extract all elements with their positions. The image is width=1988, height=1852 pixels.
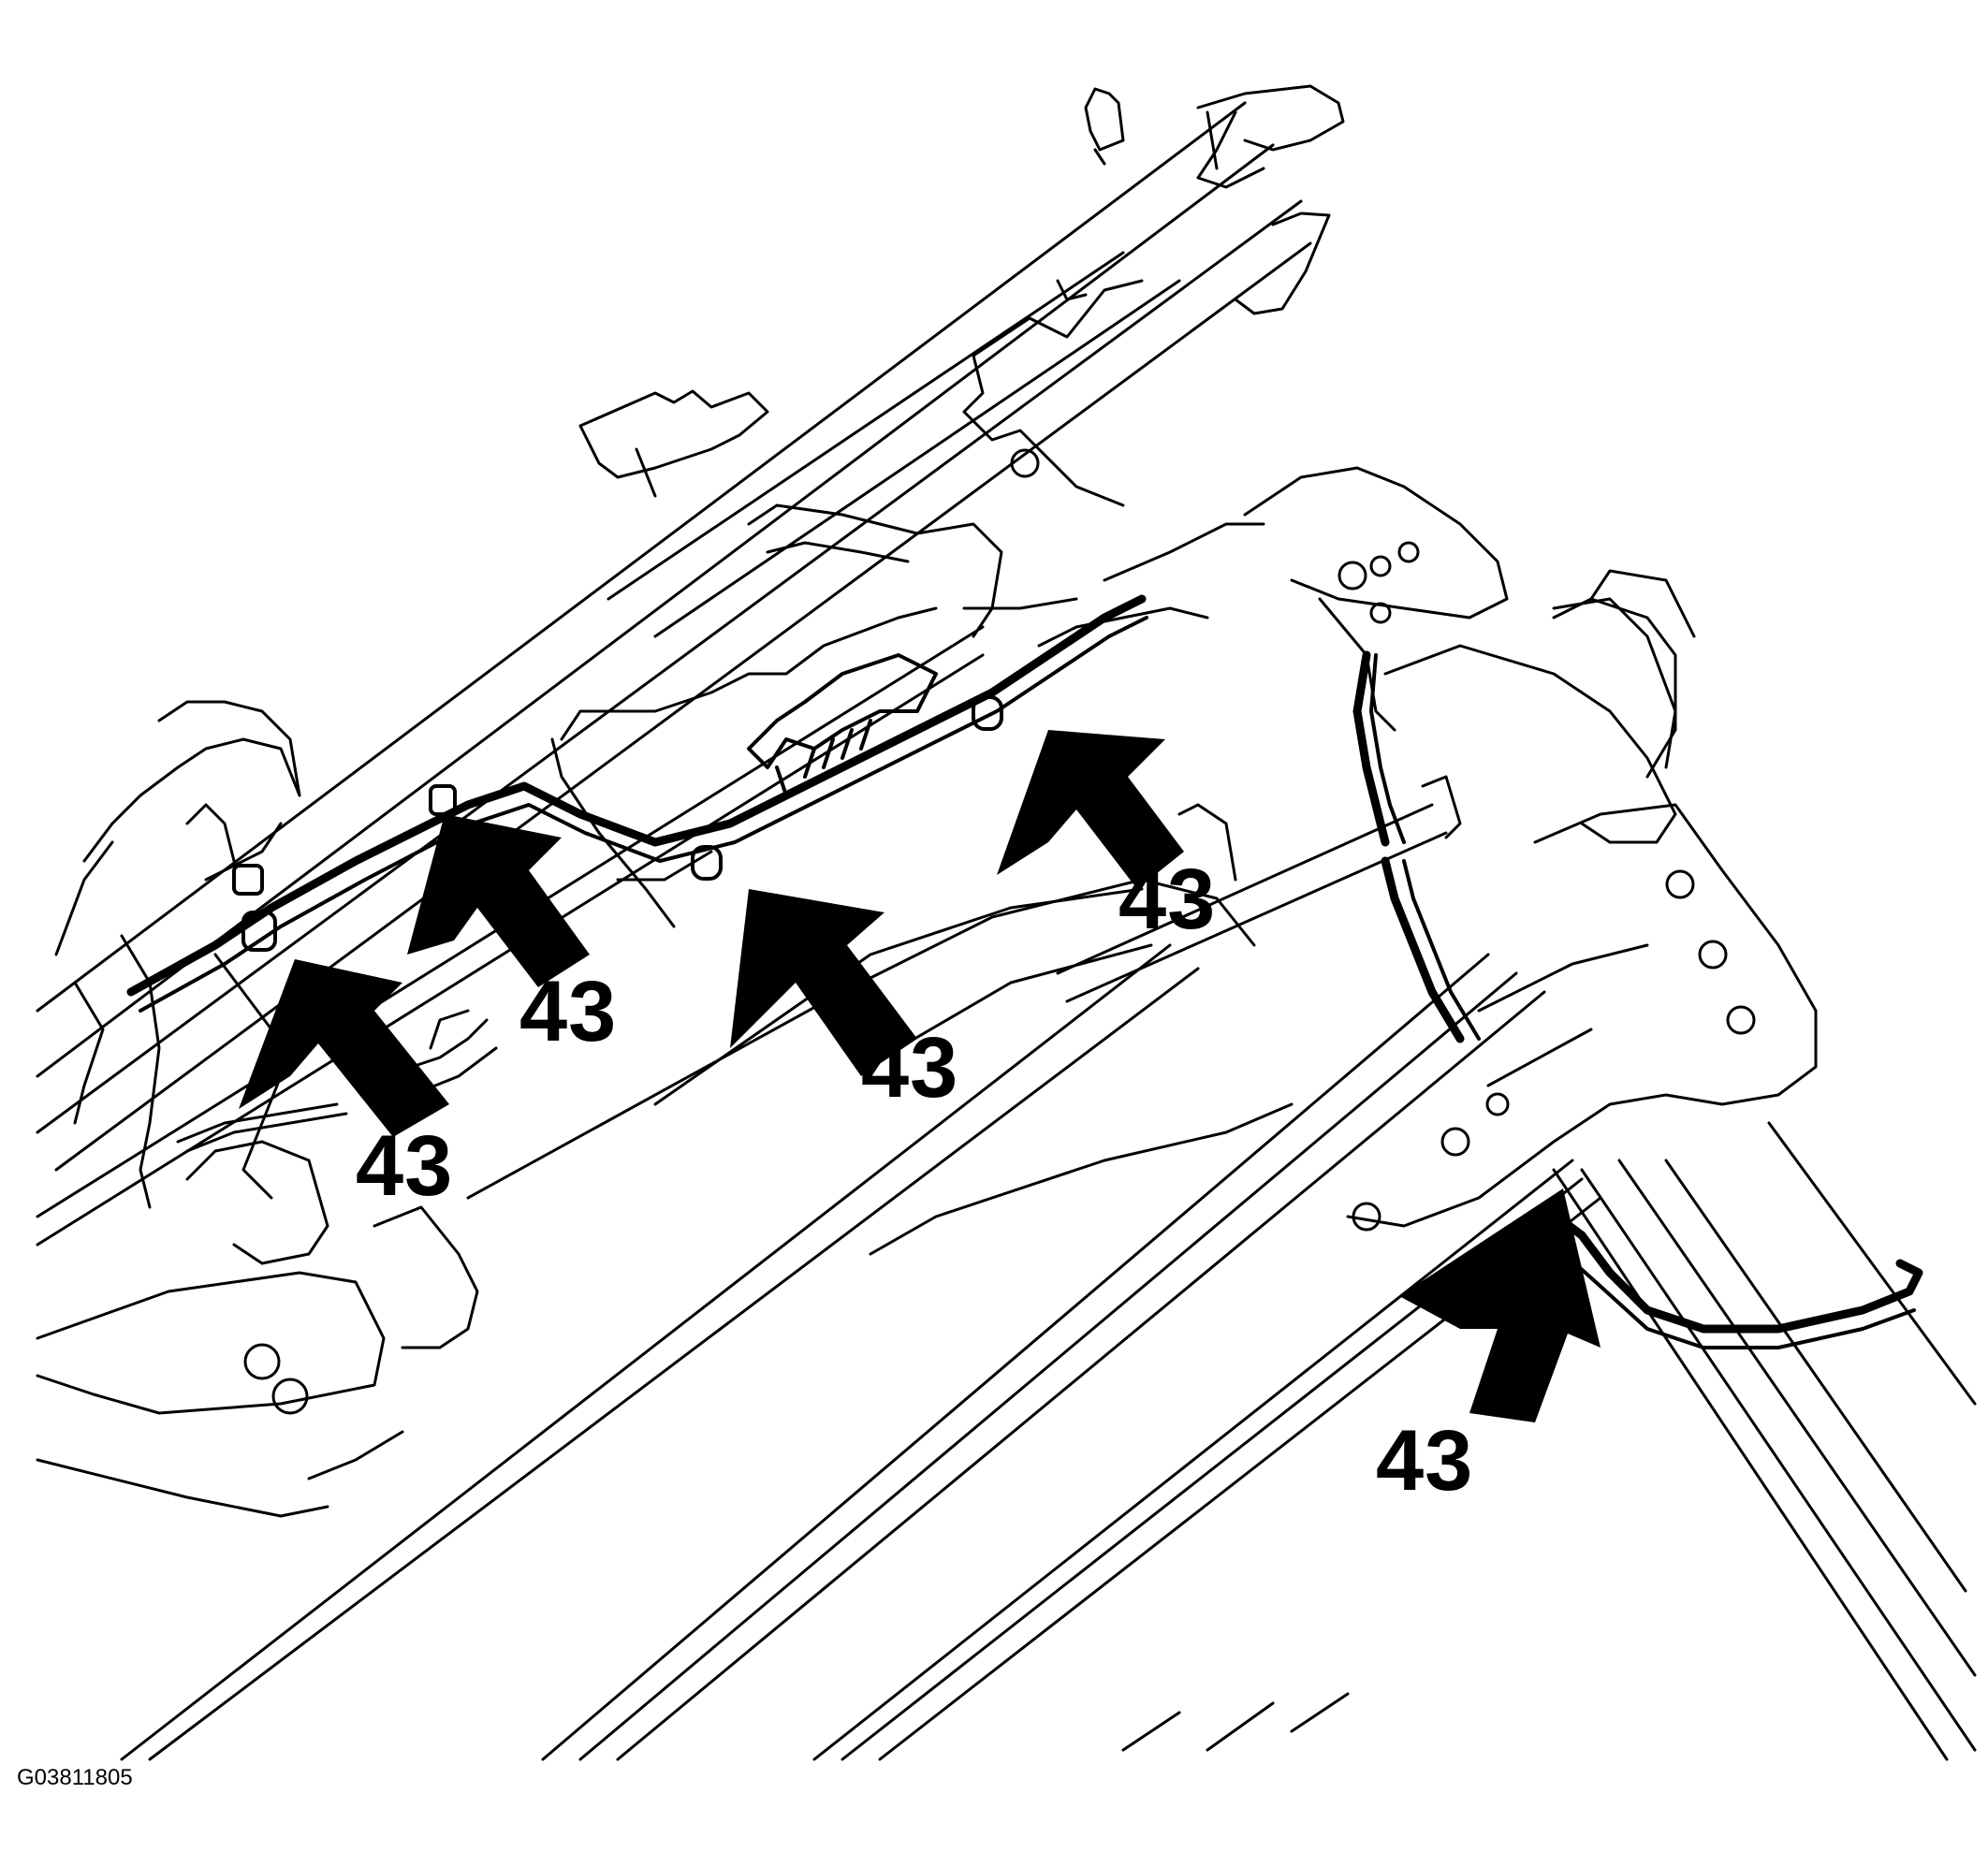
- callout-arrows: [239, 730, 1601, 1422]
- figure-id: G03811805: [17, 1765, 133, 1790]
- callout-arrow-3: [730, 889, 917, 1076]
- harness-clips: [232, 653, 1003, 952]
- callout-label-5: 43: [1376, 1413, 1474, 1509]
- callout-arrow-2: [407, 814, 590, 987]
- callout-arrow-5: [1399, 1188, 1601, 1422]
- connector-wires: [54, 503, 1265, 1209]
- callout-label-3: 43: [861, 1020, 959, 1116]
- seat-frame: [36, 625, 1294, 1518]
- callout-arrow-4: [997, 730, 1184, 889]
- callout-label-1: 43: [356, 1118, 454, 1214]
- callout-label-4: 43: [1118, 852, 1217, 947]
- wiring-harness: [126, 594, 1923, 1349]
- callout-arrow-1: [239, 959, 449, 1137]
- callout-label-2: 43: [519, 964, 618, 1059]
